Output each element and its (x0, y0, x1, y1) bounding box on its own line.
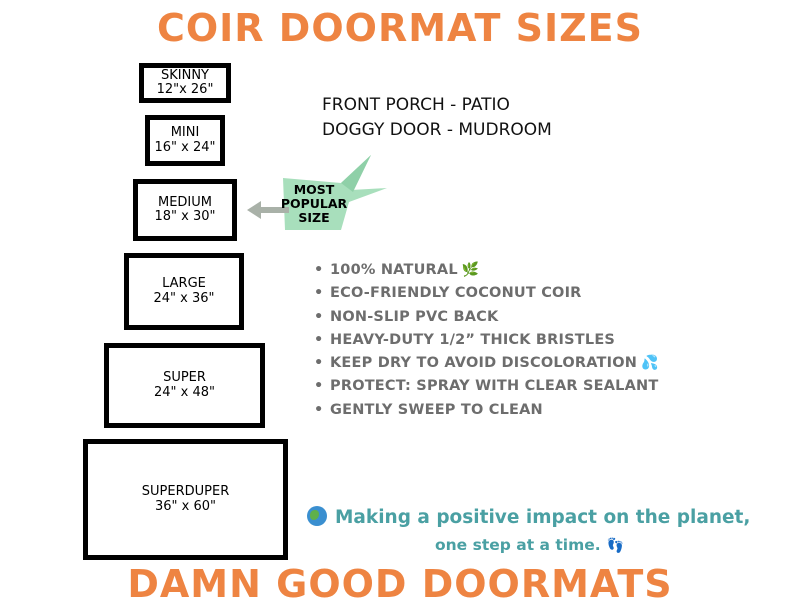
feature-item: •HEAVY-DUTY 1/2” THICK BRISTLES (314, 331, 616, 348)
doormat-size-skinny: SKINNY 12"x 26" (139, 63, 231, 103)
size-dimensions: 24" x 36" (153, 290, 215, 306)
doormat-size-mini: MINI 16" x 24" (145, 115, 225, 166)
use-case-line: FRONT PORCH - PATIO (322, 95, 510, 115)
leaf-icon: 🌿 (461, 262, 480, 278)
feature-item: •PROTECT: SPRAY WITH CLEAR SEALANT (314, 378, 659, 395)
tagline-line-1: Making a positive impact on the planet, (307, 506, 750, 528)
size-name: MEDIUM (157, 194, 212, 210)
water-drops-icon: 💦 (641, 355, 659, 372)
size-name: LARGE (162, 276, 206, 292)
arrow-icon (247, 155, 387, 230)
size-dimensions: 36" x 60" (154, 498, 216, 514)
feature-item: •KEEP DRY TO AVOID DISCOLORATION💦 (314, 355, 659, 372)
feature-item: •ECO-FRIENDLY COCONUT COIR (314, 285, 582, 302)
use-cases: FRONT PORCH - PATIO DOGGY DOOR - MUDROOM (322, 93, 552, 143)
most-popular-label: MOST POPULAR SIZE (280, 182, 348, 225)
size-dimensions: 24" x 48" (153, 384, 215, 400)
doormat-size-superduper: SUPERDUPER 36" x 60" (83, 439, 288, 560)
feature-item: •NON-SLIP PVC BACK (314, 308, 499, 325)
page-title: COIR DOORMAT SIZES (156, 6, 644, 50)
size-name: SKINNY (160, 67, 209, 83)
globe-icon (307, 506, 327, 526)
feature-list: •100% NATURAL🌿 •ECO-FRIENDLY COCONUT COI… (314, 259, 659, 422)
use-case-line: DOGGY DOOR - MUDROOM (322, 120, 552, 140)
feature-item: •GENTLY SWEEP TO CLEAN (314, 401, 543, 418)
size-dimensions: 18" x 30" (154, 209, 216, 224)
feature-item: •100% NATURAL🌿 (314, 262, 480, 278)
doormat-size-large: LARGE 24" x 36" (124, 253, 244, 330)
size-dimensions: 12"x 26" (156, 82, 214, 97)
doormat-size-medium: MEDIUM 18" x 30" (133, 179, 237, 241)
footprints-icon: 👣 (606, 538, 625, 554)
most-popular-callout: MOST POPULAR SIZE (245, 150, 395, 240)
tagline-line-2: one step at a time.👣 (435, 536, 625, 554)
doormat-size-super: SUPER 24" x 48" (104, 343, 265, 428)
size-name: SUPER (163, 370, 206, 386)
size-dimensions: 16" x 24" (154, 139, 216, 155)
size-name: SUPERDUPER (141, 484, 230, 500)
footer-brand: DAMN GOOD DOORMATS (127, 562, 673, 606)
size-name: MINI (170, 125, 200, 141)
